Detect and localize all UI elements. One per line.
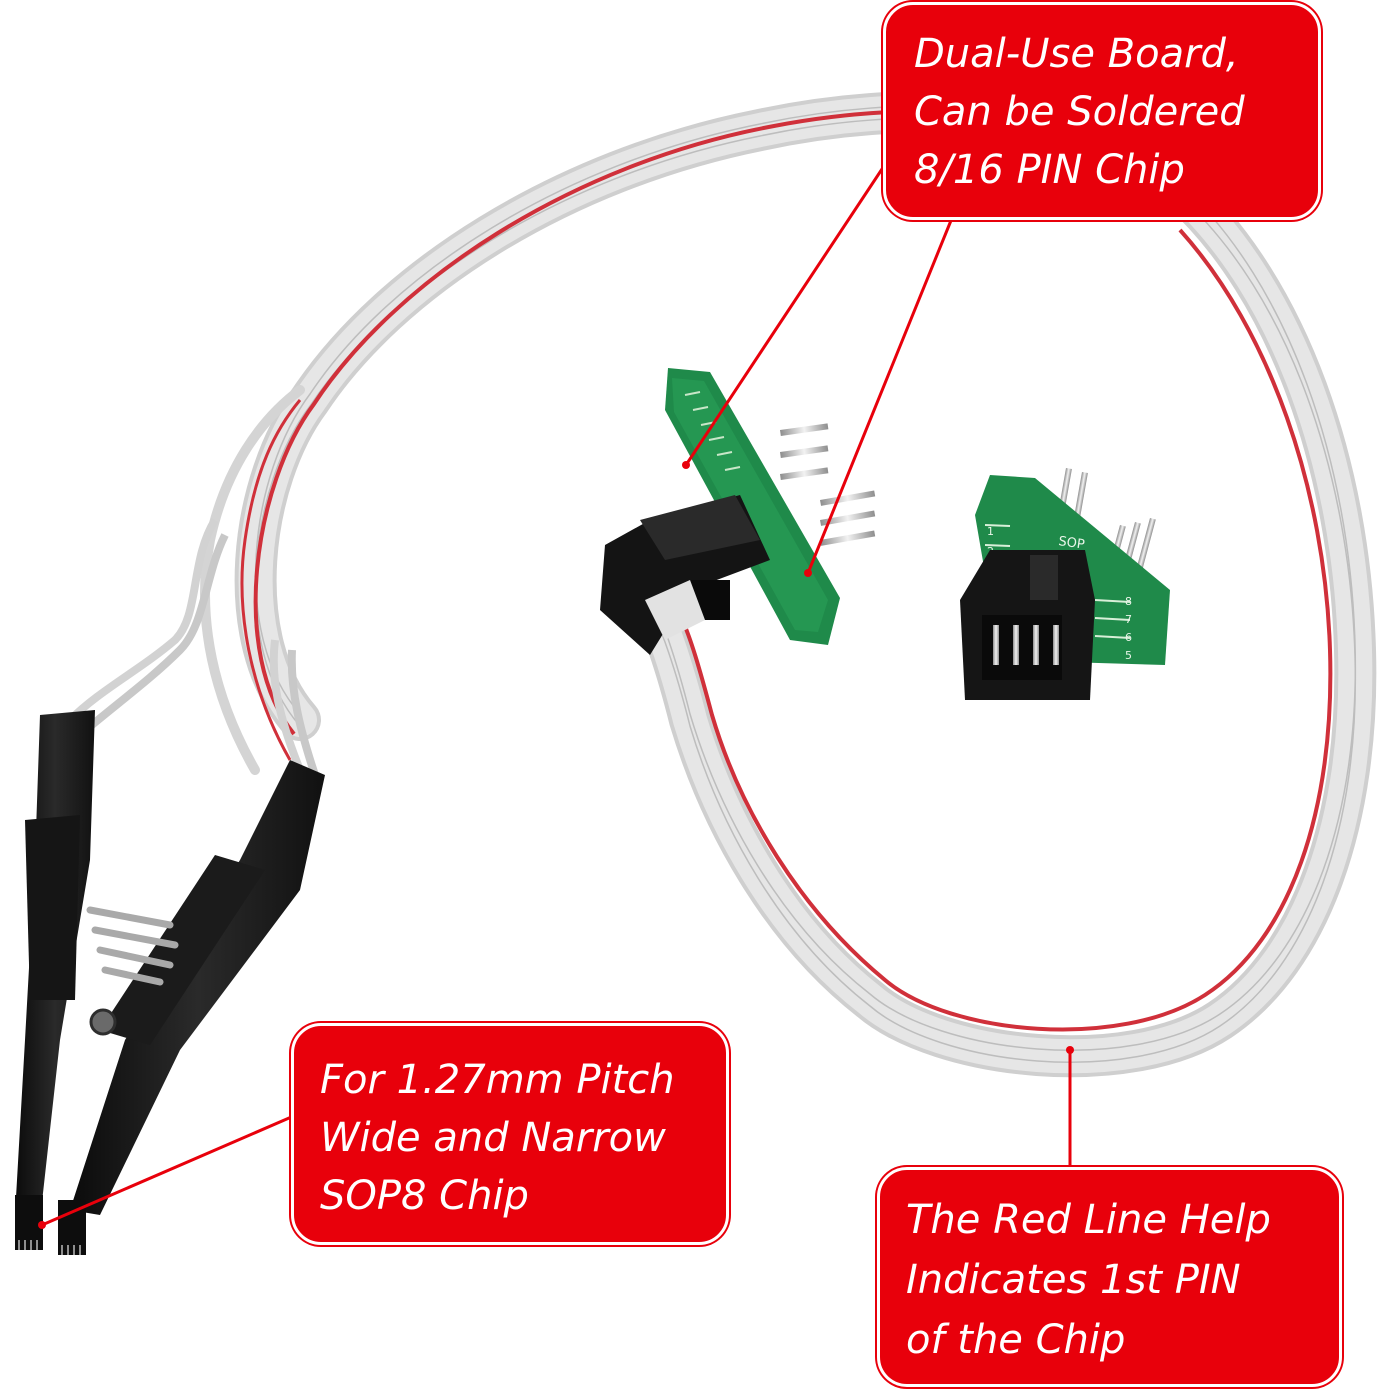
spring [86, 906, 179, 986]
callout-line: The Red Line Help [906, 1197, 1271, 1243]
clip-wires [67, 517, 319, 777]
callout-line: Wide and Narrow [320, 1115, 666, 1161]
pin-number: 6 [1125, 631, 1132, 644]
board-silkscreen-label: SOP [1057, 534, 1085, 553]
callout-line: SOP8 Chip [320, 1173, 529, 1219]
leader-lines [41, 159, 1072, 1227]
callout-red-line-pin1: The Red Line Help Indicates 1st PIN of t… [877, 1167, 1342, 1387]
leader-dot [38, 1221, 46, 1229]
callout-line: Dual-Use Board, [914, 31, 1239, 77]
leader-dot [682, 461, 690, 469]
sop8-test-clip [15, 710, 325, 1255]
leader-line-board-2 [806, 217, 954, 574]
callout-line: For 1.27mm Pitch [320, 1057, 675, 1103]
callout-line: of the Chip [906, 1317, 1126, 1363]
callout-line: 8/16 PIN Chip [914, 147, 1185, 193]
leader-line-board-1 [684, 159, 890, 466]
callout-line: Indicates 1st PIN [906, 1257, 1241, 1303]
leader-line-clip [41, 1113, 297, 1227]
pin-number: 7 [1125, 613, 1132, 626]
adapter-board-right: SOP 1 2 8 7 6 5 [960, 468, 1170, 700]
pin-number: 5 [1125, 649, 1132, 662]
adapter-board-left [600, 368, 876, 655]
callout-sop8-clip: For 1.27mm Pitch Wide and Narrow SOP8 Ch… [291, 1023, 729, 1245]
ribbon-cable [200, 91, 1377, 1078]
leader-dot [804, 569, 812, 577]
pin-number: 1 [987, 525, 994, 538]
callout-line: Can be Soldered [914, 89, 1245, 135]
leader-dot [1066, 1046, 1074, 1054]
callout-dual-use-board: Dual-Use Board, Can be Soldered 8/16 PIN… [883, 2, 1321, 220]
pin-number: 8 [1125, 595, 1132, 608]
